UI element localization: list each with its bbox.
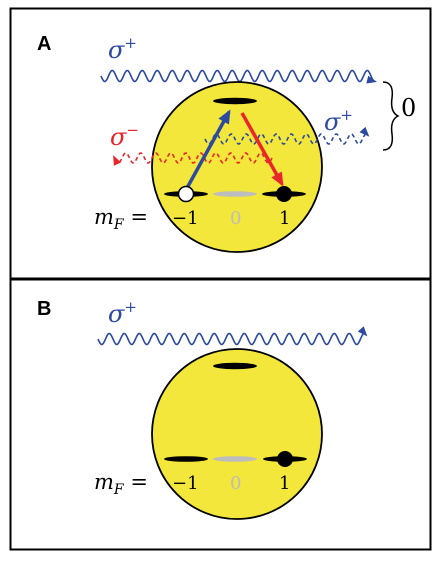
brace-icon xyxy=(382,81,400,151)
level-label-0-b: 0 xyxy=(230,473,241,494)
sigma-plus-label-b: σ+ xyxy=(108,298,137,328)
brace-label: 0 xyxy=(401,94,416,122)
sigma-plus-label-top: σ+ xyxy=(108,34,137,64)
population-marker-b xyxy=(277,451,293,467)
sigma-minus-wave xyxy=(113,152,273,166)
atom-circle-b xyxy=(151,348,323,520)
sigma-plus-wave-top xyxy=(100,69,377,84)
level-label-0-a: 0 xyxy=(230,208,241,229)
decay-arrow xyxy=(240,112,284,187)
population-marker-a xyxy=(276,186,292,202)
sigma-plus-label-side: σ+ xyxy=(324,106,353,136)
panel-b-frame xyxy=(9,278,432,551)
ground-level-0-a xyxy=(213,191,257,197)
excited-level-a xyxy=(213,97,257,105)
empty-population-marker xyxy=(177,185,195,203)
sigma-minus-label: σ− xyxy=(110,121,139,151)
level-label-plus1-b: 1 xyxy=(279,473,290,494)
level-label-minus1-a: −1 xyxy=(172,208,199,229)
ground-level-minus1-b xyxy=(164,456,208,462)
level-label-plus1-a: 1 xyxy=(279,208,290,229)
sigma-plus-wave-side xyxy=(204,126,370,145)
excitation-arrow xyxy=(185,109,231,189)
ground-level-0-b xyxy=(213,456,257,462)
mf-label-a: mF = xyxy=(94,205,148,233)
panel-b: B σ+ mF = −1 0 1 xyxy=(9,278,432,551)
mf-label-b: mF = xyxy=(94,470,148,498)
excited-level-b xyxy=(213,362,257,370)
sigma-plus-wave-b xyxy=(97,326,368,346)
panel-a: A σ+ 0 σ+ σ− mF = −1 0 1 xyxy=(9,7,432,280)
panel-a-letter: A xyxy=(37,33,51,55)
level-label-minus1-b: −1 xyxy=(172,473,199,494)
atom-circle-a xyxy=(151,81,323,253)
panel-b-letter: B xyxy=(37,298,51,320)
